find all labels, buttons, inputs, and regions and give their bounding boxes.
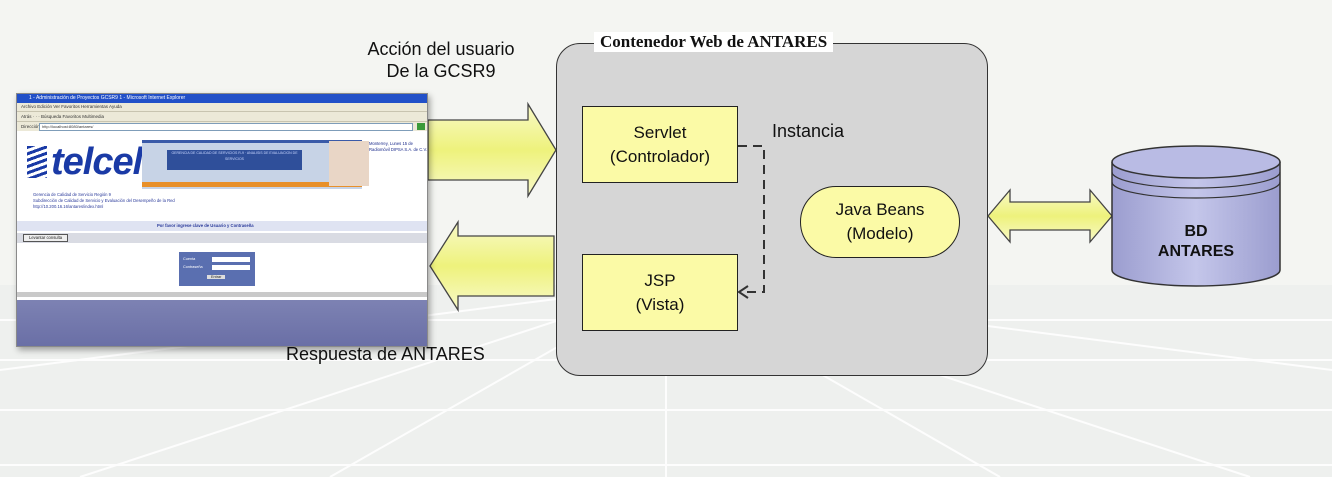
servlet-label: Servlet — [633, 122, 687, 142]
login-pass-label: Contraseña — [183, 265, 203, 269]
page-footer — [17, 300, 427, 346]
info-line-2: Subdirección de Calidad de Servicio y Ev… — [33, 198, 175, 203]
browser-address-bar: Dirección http://localhost:8080/antares/ — [17, 121, 427, 131]
java-beans-ellipse: Java Beans (Modelo) — [800, 186, 960, 258]
go-icon — [417, 123, 425, 130]
login-user-input[interactable] — [212, 257, 250, 262]
java-beans-role: (Modelo) — [846, 224, 914, 243]
banner-orange-bar — [142, 182, 362, 187]
company-text: Radiomóvil DIPSA S.A. de C.V. — [369, 147, 428, 152]
address-field: http://localhost:8080/antares/ — [39, 123, 413, 131]
browser-title-bar: 1 - Administración de Proyectos GCSR9 1 … — [17, 94, 427, 103]
servlet-role: (Controlador) — [609, 146, 711, 166]
container-title: Contenedor Web de ANTARES — [594, 32, 834, 52]
login-box: Cuenta Contraseña Entrar — [179, 252, 255, 286]
instance-label: Instancia — [772, 121, 845, 141]
address-label: Dirección — [21, 124, 40, 129]
jsp-box: JSP (Vista) — [582, 254, 738, 331]
separator-bar — [17, 292, 427, 297]
java-beans-label: Java Beans — [835, 200, 925, 219]
telcel-logo: telcel — [51, 141, 143, 183]
login-prompt: Por favor ingrese clave de Usuario y Con… — [157, 223, 254, 228]
consult-button[interactable]: Levantar consulta — [23, 234, 69, 242]
info-line-3: http://10.200.16.16/antares/index.html — [33, 204, 104, 209]
prompt-bar — [17, 221, 427, 231]
jsp-label: JSP — [644, 270, 676, 290]
database-label: BD ANTARES — [1112, 222, 1280, 262]
database-label-line2: ANTARES — [1157, 243, 1235, 260]
login-user-label: Cuenta — [183, 257, 196, 261]
browser-menu-bar: Archivo Edición Ver Favoritos Herramient… — [17, 103, 427, 111]
browser-screenshot: 1 - Administración de Proyectos GCSR9 1 … — [16, 93, 428, 347]
response-label: Respuesta de ANTARES — [286, 344, 485, 364]
login-button[interactable]: Entrar — [207, 275, 226, 279]
user-action-label: Acción del usuario De la GCSR9 — [346, 38, 536, 82]
banner-text: GERENCIA DE CALIDAD DE SERVICIOS R-9 · A… — [167, 150, 302, 170]
database-label-line1: BD — [1184, 223, 1208, 240]
person-photo — [329, 141, 369, 186]
user-action-line1: Acción del usuario — [367, 39, 515, 59]
servlet-box: Servlet (Controlador) — [582, 106, 738, 183]
button-bar — [17, 233, 427, 243]
user-action-line2: De la GCSR9 — [386, 61, 496, 81]
jsp-role: (Vista) — [635, 294, 685, 314]
login-pass-input[interactable] — [212, 265, 250, 270]
date-text: Monterrey, Lunes 15 de — [369, 141, 413, 146]
browser-toolbar: Atrás · · · Búsqueda Favoritos Multimedi… — [17, 111, 427, 121]
telcel-stripes-icon — [27, 146, 47, 178]
info-line-1: Gerencia de Calidad de Servicio Región 9 — [33, 192, 111, 197]
